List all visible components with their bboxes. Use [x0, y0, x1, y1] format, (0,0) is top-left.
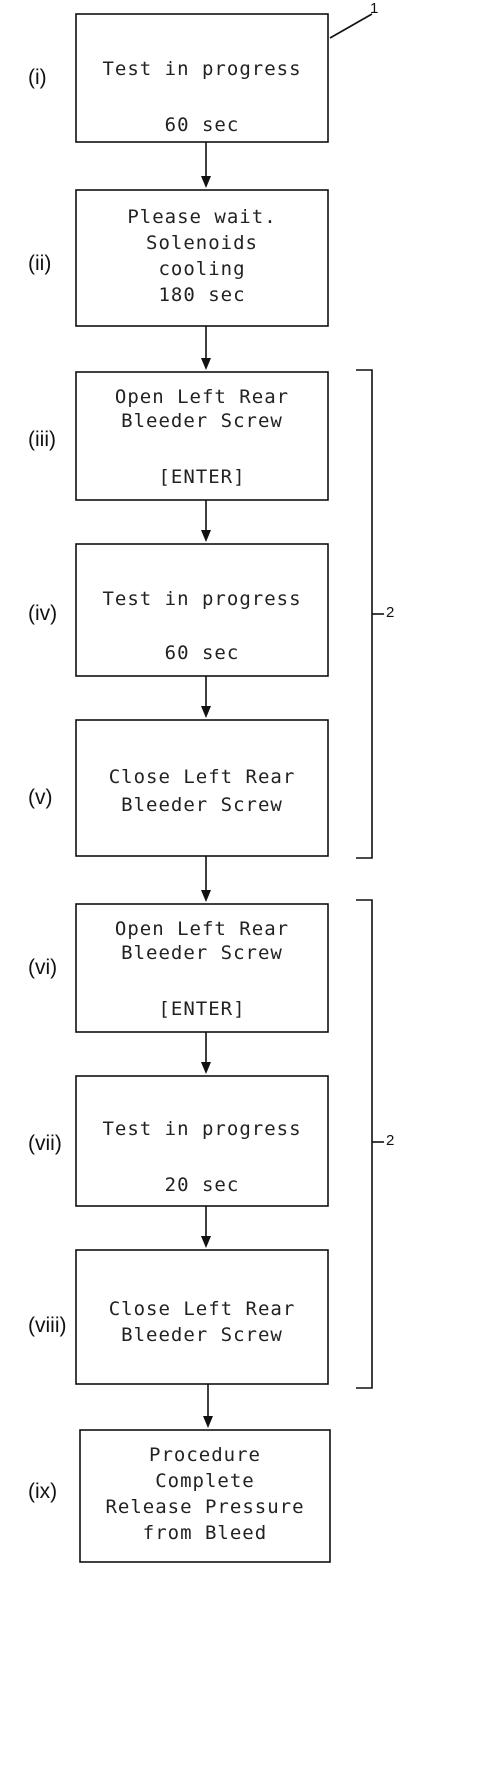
step-label: (v) [28, 786, 53, 809]
screen-line: Test in progress [102, 58, 302, 80]
arrowhead-6 [201, 1062, 211, 1074]
step-label: (i) [28, 66, 47, 89]
step-label: (iii) [28, 428, 56, 451]
display-screen: Test in progress 60 sec [76, 14, 328, 142]
screen-line: Please wait. [127, 206, 277, 228]
screen-line: Complete [155, 1470, 255, 1492]
screen-line: Open Left Rear [114, 386, 290, 408]
screen-line: Test in progress [102, 1118, 302, 1140]
arrowhead-7 [201, 1236, 211, 1248]
screen-box-1 [75, 13, 329, 143]
screen-line: Test in progress [102, 588, 302, 610]
reference-label-1: 1 [370, 0, 379, 17]
step-label: (ii) [28, 252, 52, 275]
screen-box-3 [75, 371, 329, 501]
display-screen: Please wait. Solenoids cooling 180 sec [76, 190, 328, 326]
screen-line: Solenoids [146, 232, 258, 254]
screen-line: [ENTER] [158, 998, 246, 1020]
screen-line: cooling [158, 258, 246, 280]
display-screen: Test in progress 60 sec [76, 544, 328, 676]
screen-line: 60 sec [164, 642, 240, 664]
screen-box-4 [75, 543, 329, 677]
screen-line: 60 sec [164, 114, 240, 136]
step-label: (ix) [28, 1480, 58, 1503]
screen-box-8 [75, 1249, 329, 1385]
screen-box-9 [79, 1429, 331, 1563]
display-screen: Open Left Rear Bleeder Screw [ENTER] [76, 372, 328, 500]
reference-label-2a: 2 [386, 604, 395, 621]
display-screen: Open Left Rear Bleeder Screw [ENTER] [76, 904, 328, 1032]
step-label: (vi) [28, 956, 58, 979]
step-label: (iv) [28, 602, 58, 625]
reference-label-2b: 2 [386, 1132, 395, 1149]
arrowhead-3 [201, 530, 211, 542]
screen-box-6 [75, 903, 329, 1033]
arrowhead-8 [203, 1416, 213, 1428]
screen-line: Bleeder Screw [121, 410, 283, 432]
screen-line: from Bleed [142, 1522, 268, 1544]
arrowhead-4 [201, 706, 211, 718]
screen-line: Bleeder Screw [121, 942, 283, 964]
screen-box-7 [75, 1075, 329, 1207]
screen-box-2 [75, 189, 329, 327]
display-screen: Procedure Complete Release Pressure from… [80, 1430, 330, 1562]
arrowhead-2 [201, 358, 211, 370]
display-screen: Test in progress 20 sec [76, 1076, 328, 1206]
screen-line: Release Pressure [105, 1496, 305, 1518]
arrowhead-5 [201, 890, 211, 902]
ref-1-leader [329, 13, 373, 39]
screen-line: Bleeder Screw [121, 794, 283, 816]
screen-line: 20 sec [164, 1174, 240, 1196]
screen-line: Open Left Rear [114, 918, 290, 940]
screen-line: Close Left Rear [108, 766, 296, 788]
step-label: (vii) [28, 1132, 62, 1155]
bracket-group-a [356, 369, 373, 859]
display-screen: Close Left Rear Bleeder Screw [76, 1250, 328, 1384]
step-label: (viii) [28, 1314, 67, 1337]
screen-line: Procedure [149, 1444, 261, 1466]
screen-line: 180 sec [158, 284, 246, 306]
screen-line: [ENTER] [158, 466, 246, 488]
bracket-group-b [356, 899, 373, 1389]
screen-box-5 [75, 719, 329, 857]
display-screen: Close Left Rear Bleeder Screw [76, 720, 328, 856]
arrowhead-1 [201, 176, 211, 188]
screen-line: Bleeder Screw [121, 1324, 283, 1346]
screen-line: Close Left Rear [108, 1298, 296, 1320]
